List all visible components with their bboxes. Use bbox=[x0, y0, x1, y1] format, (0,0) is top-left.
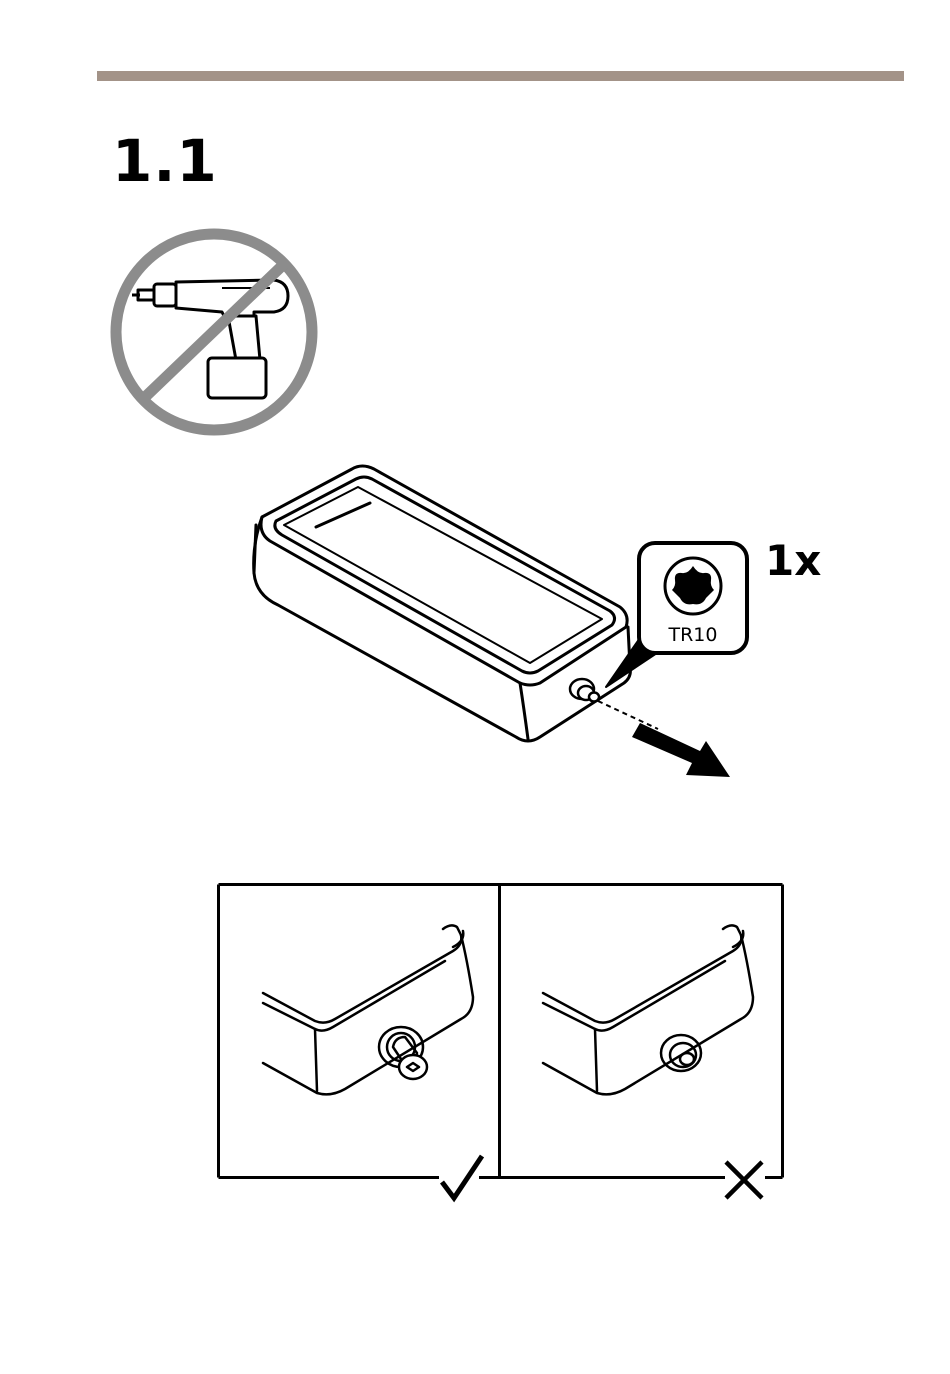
screw-quantity: 1x bbox=[765, 540, 821, 582]
panel-correct bbox=[263, 925, 473, 1094]
panel-incorrect bbox=[543, 925, 753, 1094]
step-number: 1.1 bbox=[112, 132, 218, 190]
cross-mark-icon bbox=[722, 1158, 766, 1202]
check-mark-icon bbox=[438, 1154, 486, 1204]
screw-type-label: TR10 bbox=[636, 624, 750, 646]
screw-type-badge: TR10 bbox=[636, 540, 750, 656]
top-rule bbox=[97, 71, 904, 81]
comparison-panels bbox=[217, 883, 784, 1179]
no-power-drill-icon bbox=[104, 224, 324, 444]
